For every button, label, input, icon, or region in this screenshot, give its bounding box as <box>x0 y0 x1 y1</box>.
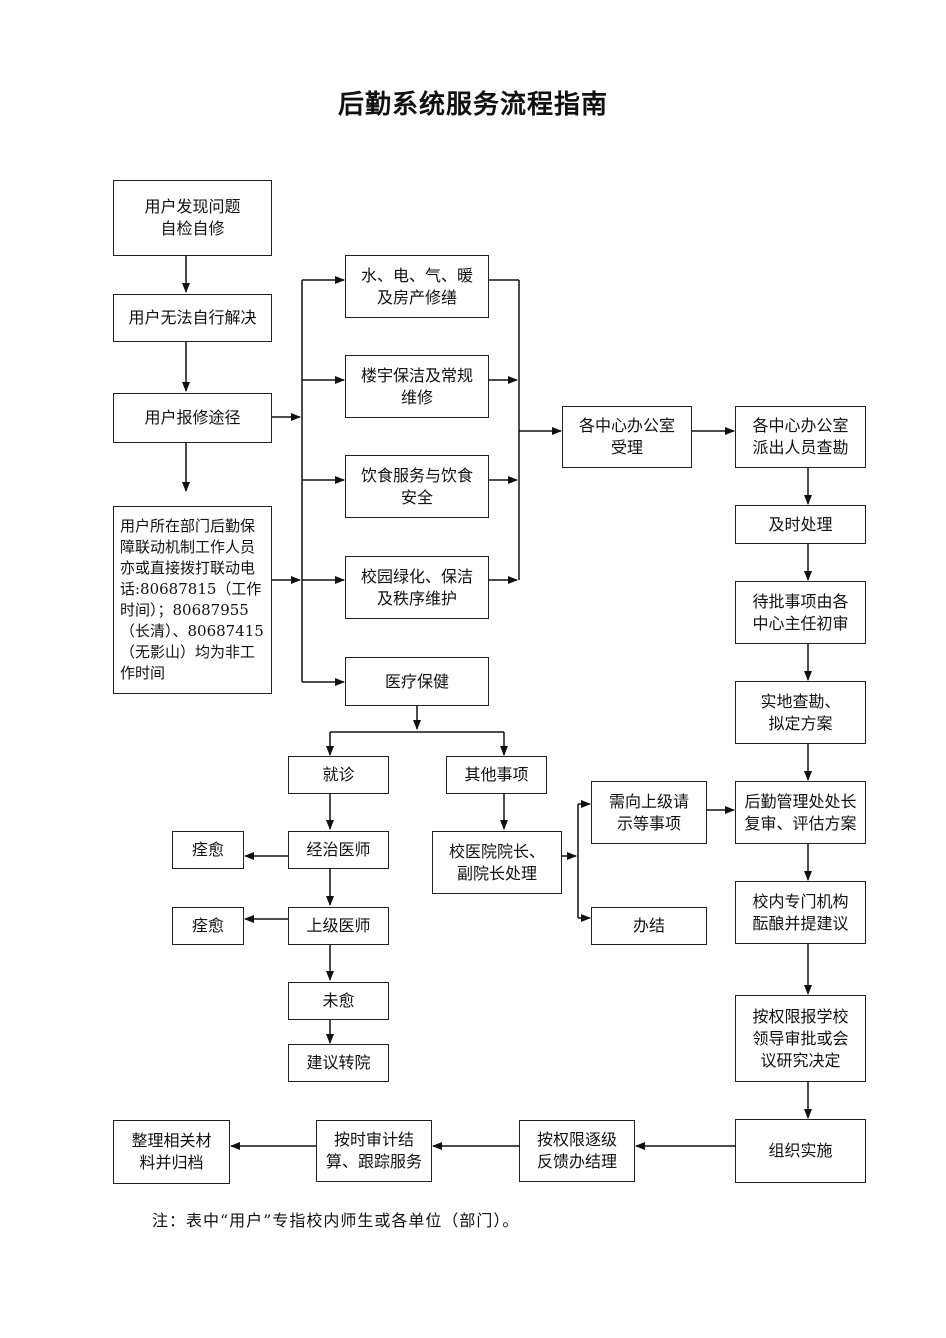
node-implement: 组织实施 <box>735 1119 866 1183</box>
node-user-report-channel: 用户报修途径 <box>113 393 272 443</box>
node-office-dispatch: 各中心办公室 派出人员查勘 <box>735 406 866 468</box>
node-superior-doctor: 上级医师 <box>288 907 389 945</box>
node-archive: 整理相关材 料并归档 <box>113 1120 230 1184</box>
node-hospital-dean: 校医院院长、 副院长处理 <box>432 831 562 894</box>
node-feedback: 按权限逐级 反馈办结理 <box>519 1120 635 1182</box>
node-water-electric: 水、电、气、暖 及房产修缮 <box>345 255 489 318</box>
node-director-review: 后勤管理处处长 复审、评估方案 <box>735 781 866 844</box>
node-cured-2: 痊愈 <box>172 907 244 945</box>
node-cured-1: 痊愈 <box>172 831 244 869</box>
node-visit-doctor: 就诊 <box>288 756 389 794</box>
node-site-survey: 实地查勘、 拟定方案 <box>735 681 866 744</box>
node-user-find-problem: 用户发现问题 自检自修 <box>113 180 272 256</box>
node-timely-handle: 及时处理 <box>735 505 866 544</box>
node-food-service: 饮食服务与饮食 安全 <box>345 455 489 518</box>
node-campus-greening: 校园绿化、保洁 及秩序维护 <box>345 556 489 619</box>
node-special-agency: 校内专门机构 酝酿并提建议 <box>735 881 866 944</box>
node-school-approval: 按权限报学校 领导审批或会 议研究决定 <box>735 995 866 1082</box>
node-pending-review: 待批事项由各 中心主任初审 <box>735 581 866 644</box>
page-title: 后勤系统服务流程指南 <box>337 90 608 120</box>
node-user-cannot-solve: 用户无法自行解决 <box>113 294 272 342</box>
node-medical-care: 医疗保健 <box>345 657 489 706</box>
node-building-cleaning: 楼宇保洁及常规 维修 <box>345 355 489 418</box>
node-attending-doctor: 经治医师 <box>288 831 389 869</box>
node-other-matters: 其他事项 <box>446 756 547 794</box>
node-case-closed: 办结 <box>591 907 707 945</box>
node-not-cured: 未愈 <box>288 982 389 1020</box>
node-audit-settle: 按时审计结 算、跟踪服务 <box>316 1120 432 1182</box>
node-suggest-transfer: 建议转院 <box>288 1044 389 1082</box>
node-department-contact: 用户所在部门后勤保障联动机制工作人员亦或直接拨打联动电话:80687815（工作… <box>113 506 272 694</box>
node-office-accept: 各中心办公室 受理 <box>562 406 692 468</box>
footnote: 注：表中“用户”专指校内师生或各单位（部门）。 <box>152 1211 520 1230</box>
node-higher-approval: 需向上级请 示等事项 <box>591 781 707 844</box>
